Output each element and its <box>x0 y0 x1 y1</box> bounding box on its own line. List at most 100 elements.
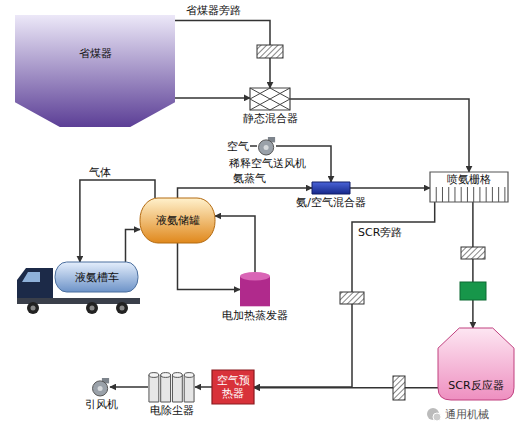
evaporator: 电加热蒸发器 <box>240 272 270 307</box>
precipitator-column <box>184 375 194 402</box>
scr-reactor: SCR反应器 <box>438 328 514 400</box>
grid-bar <box>442 187 443 202</box>
damper-ground <box>340 292 364 304</box>
grid-bar <box>486 187 487 202</box>
fan-hub <box>98 386 103 391</box>
mixer-vane <box>250 88 270 99</box>
wheel-hub <box>120 306 125 311</box>
watermark: 通用机械 <box>444 408 490 421</box>
precipitator-cap <box>161 373 171 378</box>
tank-truck: 液氨槽车 <box>55 262 138 292</box>
free-label: 空气 <box>226 140 250 153</box>
grid-bar <box>504 187 505 202</box>
air-preheater: 空气预热器 <box>212 370 254 404</box>
precipitator-cap <box>184 373 194 378</box>
static-mixer: 静态混合器 <box>250 88 290 110</box>
edge-label: 气体 <box>88 166 112 179</box>
flow-line <box>110 386 148 388</box>
flow-line <box>175 21 270 88</box>
flow-line <box>215 216 255 272</box>
dilution-fan: 稀释空气送风机 <box>258 137 276 155</box>
truck-wheel <box>86 302 98 314</box>
grid-frame <box>430 172 508 202</box>
evaporator-shape <box>240 272 270 307</box>
air-inlet-line <box>250 145 257 147</box>
mixer-vane <box>250 99 270 110</box>
grid-bar <box>467 187 468 202</box>
ammonia-air-mixer: 氨/空气混合器 <box>312 182 350 194</box>
grid-bar <box>461 187 462 202</box>
flow-line <box>126 230 141 263</box>
mixer-vane <box>250 88 290 110</box>
damper-body <box>257 45 283 58</box>
fan-body <box>259 140 274 155</box>
edge-label: 氨蒸气 <box>232 172 267 185</box>
reactor-shape <box>438 328 514 400</box>
node-label: 省煤器 <box>79 47 112 60</box>
precipitator-column <box>172 375 182 402</box>
tank-shell <box>140 198 215 243</box>
mixer-body <box>312 182 350 194</box>
edge-label: 省煤器旁路 <box>185 4 242 17</box>
precipitator-column <box>149 375 159 402</box>
ammonia-air-mixer-shape <box>312 182 350 194</box>
injection-grid: 喷氨栅格 <box>430 172 508 202</box>
precipitator-cap <box>172 373 182 378</box>
grid-bar <box>473 187 474 202</box>
node-caption: 电除尘器 <box>148 404 196 417</box>
grid-bar <box>492 187 493 202</box>
induced-fan-shape <box>92 378 110 396</box>
grid-bar <box>448 187 449 202</box>
damper-body <box>340 292 364 304</box>
node-label: 喷氨栅格 <box>445 173 493 186</box>
fan-hub <box>264 145 269 150</box>
fan-body <box>93 381 108 396</box>
mixer-vane <box>270 88 290 99</box>
damper <box>461 247 485 259</box>
economizer: 省煤器 <box>15 15 175 127</box>
damper-body <box>393 376 405 400</box>
node-label: 液氨储罐 <box>156 214 200 227</box>
dilution-fan-shape <box>258 137 276 155</box>
evaporator-body <box>240 276 270 306</box>
evaporator-top <box>240 272 270 280</box>
watermark-icon <box>433 413 441 421</box>
damper-body <box>461 247 485 259</box>
mixer-vane <box>250 88 290 110</box>
flow-line <box>254 387 438 389</box>
induced-fan: 引风机 <box>92 378 110 396</box>
node-label: 液氨槽车 <box>75 271 119 284</box>
grid-bar <box>454 187 455 202</box>
truck-tank <box>55 262 138 292</box>
grid-bar <box>479 187 480 202</box>
node-caption: 静态混合器 <box>241 112 300 125</box>
mixer-body <box>250 88 290 110</box>
precipitator-shape <box>148 372 195 402</box>
flow-line <box>178 188 313 198</box>
flow-line <box>254 202 435 387</box>
grid-bar <box>436 187 437 202</box>
flow-line <box>178 243 241 290</box>
precipitator-cap <box>149 373 159 378</box>
node-caption: 引风机 <box>83 398 120 411</box>
node-label: SCR反应器 <box>448 379 503 392</box>
static-mixer-shape <box>250 88 290 110</box>
mixer-vane <box>270 99 290 110</box>
ammonia-tank: 液氨储罐 <box>140 198 215 243</box>
wheel-hub <box>31 306 36 311</box>
node-label: 空气预热器 <box>216 374 250 400</box>
edge-label: SCR旁路 <box>357 226 403 239</box>
truck-wheel <box>27 302 39 314</box>
precipitator-column <box>161 375 171 402</box>
node-caption: 稀释空气送风机 <box>227 157 308 170</box>
green-block <box>460 282 486 300</box>
damper <box>393 376 405 400</box>
truck-wheel <box>116 302 128 314</box>
precipitator: 电除尘器 <box>148 372 195 402</box>
economizer-shape <box>15 15 175 127</box>
damper-ground <box>257 45 283 58</box>
preheater-box <box>212 370 254 404</box>
grid-bar <box>498 187 499 202</box>
node-caption: 氨/空气混合器 <box>294 196 368 209</box>
